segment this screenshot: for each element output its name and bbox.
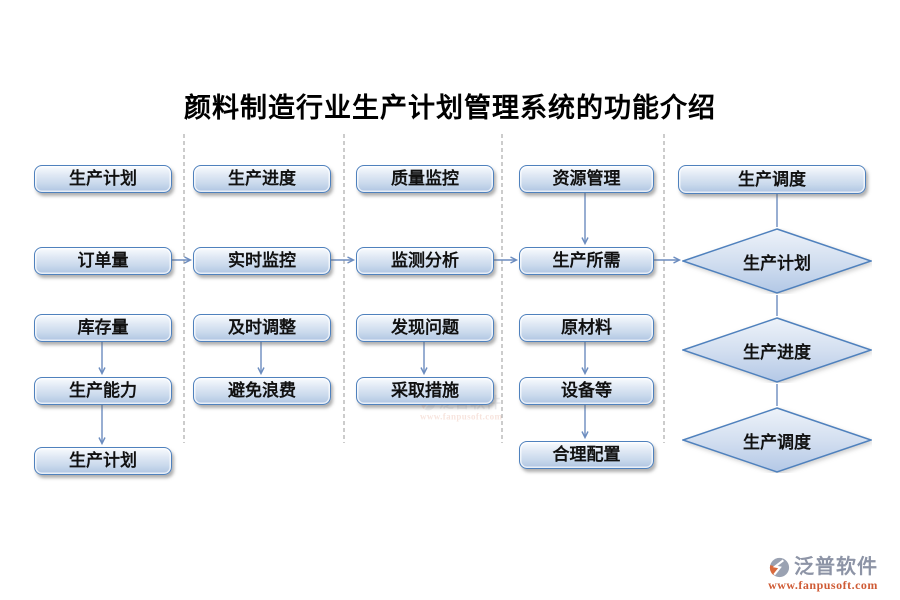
node-quality-monitoring-header: 质量监控 xyxy=(356,165,494,193)
diamond-label: 生产进度 xyxy=(743,342,811,362)
node-production-scheduling-header: 生产调度 xyxy=(678,165,866,194)
node-production-capacity: 生产能力 xyxy=(34,377,172,405)
node-inventory: 库存量 xyxy=(34,314,172,342)
node-production-plan-header: 生产计划 xyxy=(34,165,172,193)
diamond-label: 生产调度 xyxy=(743,432,811,452)
fanpu-logo-icon xyxy=(769,557,790,578)
node-resource-management-header: 资源管理 xyxy=(519,165,654,193)
node-timely-adjustment: 及时调整 xyxy=(193,314,331,342)
node-realtime-monitoring: 实时监控 xyxy=(193,247,331,275)
node-equipment: 设备等 xyxy=(519,377,654,405)
node-raw-materials: 原材料 xyxy=(519,314,654,342)
vertical-arrows xyxy=(98,192,589,446)
node-take-measures: 采取措施 xyxy=(356,377,494,405)
diamond-production-plan: 生产计划 xyxy=(682,228,872,294)
watermark-url: www.fanpusoft.com xyxy=(420,411,503,422)
watermark-brand: 泛普软件 xyxy=(794,556,878,578)
watermark-url: www.fanpusoft.com xyxy=(768,578,878,592)
diamond-production-progress: 生产进度 xyxy=(682,317,872,383)
page-title: 颜料制造行业生产计划管理系统的功能介绍 xyxy=(184,93,716,123)
node-rational-allocation: 合理配置 xyxy=(519,441,654,469)
node-problem-discovery: 发现问题 xyxy=(356,314,494,342)
watermark: 泛普软件 www.fanpusoft.com xyxy=(768,550,878,593)
node-order-quantity: 订单量 xyxy=(34,247,172,275)
node-production-progress-header: 生产进度 xyxy=(193,165,331,193)
node-production-plan-result: 生产计划 xyxy=(34,447,172,475)
node-avoid-waste: 避免浪费 xyxy=(193,377,331,405)
diamond-production-scheduling: 生产调度 xyxy=(682,407,872,473)
diamond-label: 生产计划 xyxy=(743,253,811,273)
node-production-needs: 生产所需 xyxy=(519,247,654,275)
node-monitoring-analysis: 监测分析 xyxy=(356,247,494,275)
